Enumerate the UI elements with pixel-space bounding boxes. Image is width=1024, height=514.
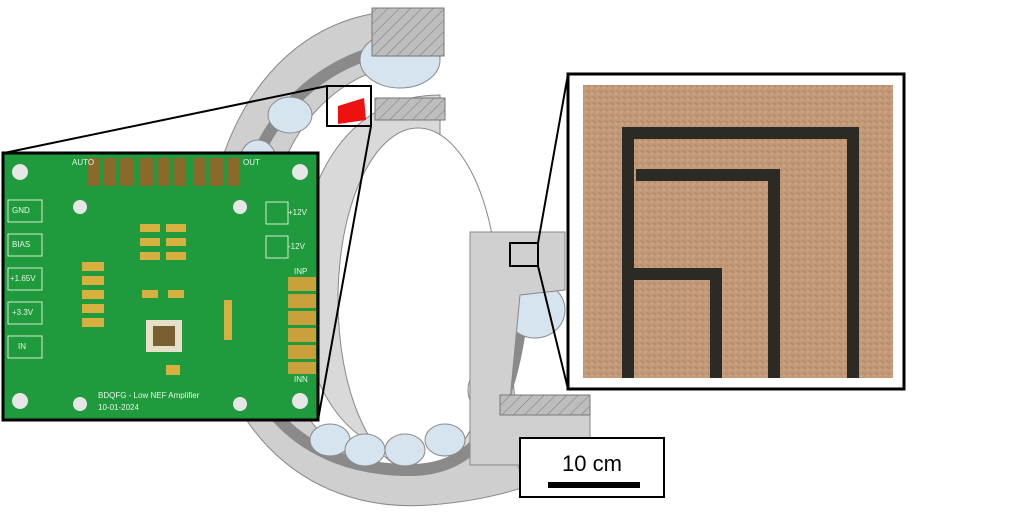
- texture-zoom-box: [509, 242, 539, 267]
- callout-lines: [3, 73, 569, 421]
- sensor-patch: [338, 98, 366, 124]
- scale-bar-label: 10 cm: [562, 451, 622, 476]
- label-1v65: +1.65V: [10, 274, 36, 283]
- printed-traces: [622, 127, 859, 378]
- inner-race-section-top: [374, 97, 446, 121]
- label-inn: INN: [294, 375, 308, 384]
- label-inp: INP: [294, 267, 307, 276]
- edge-pads: [288, 277, 316, 374]
- pcb-inset: GND BIAS +1.65V +3.3V IN +12V -12V AUTO …: [1, 151, 320, 422]
- outer-race-section-top: [371, 7, 445, 57]
- label-minus12v: -12V: [288, 242, 306, 251]
- rollers: [239, 31, 566, 467]
- scale-bar: 10 cm: [519, 437, 665, 498]
- label-out: OUT: [243, 158, 260, 167]
- label-auto: AUTO: [72, 158, 94, 167]
- pcb-title: BDQFG - Low NEF Amplifier: [98, 391, 200, 400]
- label-3v3: +3.3V: [12, 308, 34, 317]
- bearing-cutaway: [204, 7, 591, 507]
- pcb-zoom-box: [326, 85, 372, 127]
- pcb-date: 10-01-2024: [98, 403, 139, 412]
- label-plus12v: +12V: [288, 208, 308, 217]
- component-pads: [82, 224, 232, 375]
- label-bias: BIAS: [12, 240, 30, 249]
- left-connectors: [7, 199, 289, 359]
- label-gnd: GND: [12, 206, 30, 215]
- label-in: IN: [18, 342, 26, 351]
- texture-inset: [566, 72, 906, 391]
- mounting-holes: [12, 164, 308, 411]
- top-pads: [87, 158, 240, 186]
